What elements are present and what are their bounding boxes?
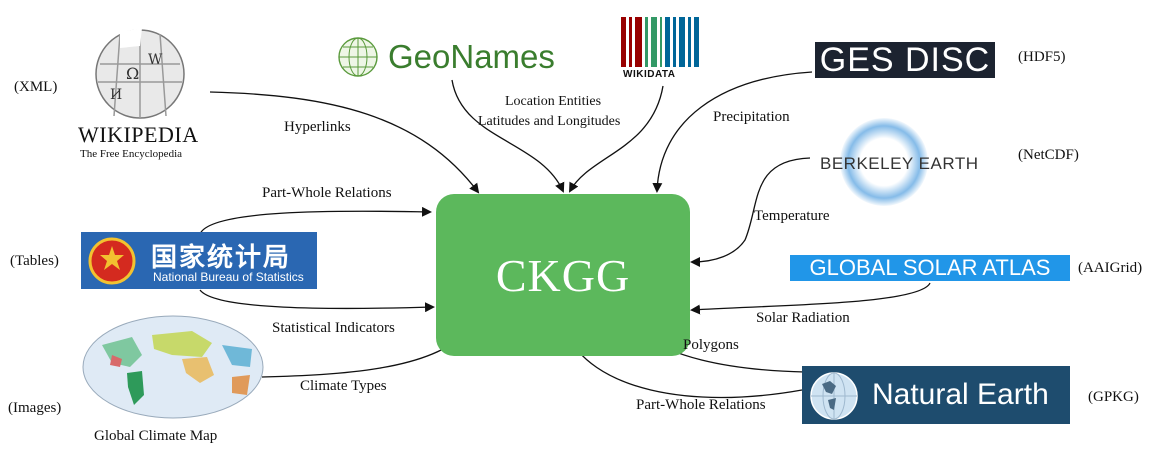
wikipedia-logo: Ω W И: [90, 24, 190, 120]
berkeley-earth-logo-text: BERKELEY EARTH: [820, 154, 979, 173]
edge-label-statistical-indicators: Statistical Indicators: [272, 320, 395, 336]
arrow-wikidata: [569, 85, 664, 193]
arrow-ges: [652, 71, 813, 193]
berkeley-earth-glow-icon: [840, 118, 928, 206]
svg-text:Ω: Ω: [126, 64, 139, 83]
arrow-nbs-stats: [199, 289, 435, 313]
nbs-format: (Tables): [10, 253, 59, 269]
natural-earth-globe-icon: [810, 372, 858, 420]
edge-label-temperature: Temperature: [754, 208, 830, 224]
global-solar-atlas-logo: GLOBAL SOLAR ATLAS: [790, 255, 1070, 281]
global-solar-atlas-format: (AAIGrid): [1078, 260, 1143, 276]
edge-label-climate-types: Climate Types: [300, 378, 387, 394]
wikipedia-title: WIKIPEDIA: [78, 122, 199, 147]
natural-earth-logo-text: Natural Earth: [872, 378, 1049, 411]
climate-map-format: (Images): [8, 400, 62, 416]
wikipedia-format: (XML): [14, 79, 58, 95]
berkeley-earth-format: (NetCDF): [1018, 147, 1079, 163]
edge-label-latitudes-longitudes: Latitudes and Longitudes: [478, 114, 621, 129]
wikipedia-subtitle: The Free Encyclopedia: [80, 148, 183, 160]
svg-text:И: И: [110, 87, 122, 103]
wikidata-logo-text: WIKIDATA: [623, 69, 676, 80]
edge-label-part-whole-nbs: Part-Whole Relations: [262, 185, 392, 201]
nbs-chinese-name: 国家统计局: [151, 243, 292, 273]
edge-label-location-entities: Location Entities: [505, 94, 602, 109]
edge-label-part-whole-natural-earth: Part-Whole Relations: [636, 397, 766, 413]
edge-label-precipitation: Precipitation: [713, 109, 790, 125]
arrow-nbs-partwhole: [199, 206, 432, 235]
geonames-logo-text: GeoNames: [388, 38, 555, 75]
natural-earth-logo: Natural Earth: [802, 366, 1070, 424]
svg-text:W: W: [148, 52, 163, 68]
ges-disc-format: (HDF5): [1018, 49, 1066, 65]
national-emblem-icon: [88, 237, 136, 285]
edge-label-hyperlinks: Hyperlinks: [284, 119, 351, 135]
nbs-logo: 国家统计局 National Bureau of Statistics: [81, 232, 317, 289]
edge-label-solar-radiation: Solar Radiation: [756, 310, 850, 326]
natural-earth-format: (GPKG): [1088, 389, 1139, 405]
arrow-geonames: [451, 79, 565, 193]
arrow-climate: [261, 331, 467, 378]
ckgg-node: CKGG: [436, 194, 690, 356]
geonames-globe-icon: [337, 36, 379, 78]
edge-label-polygons: Polygons: [683, 337, 739, 353]
wikidata-barcode-icon: [621, 17, 699, 67]
arrow-wikipedia: [209, 91, 480, 194]
ckgg-label: CKGG: [495, 249, 631, 301]
global-climate-map-image: [82, 315, 264, 419]
arrow-solar: [690, 282, 931, 315]
ges-disc-logo: GES DISC: [815, 42, 995, 78]
nbs-english-name: National Bureau of Statistics: [153, 270, 304, 284]
arrow-berkeley: [690, 157, 811, 267]
climate-map-caption: Global Climate Map: [94, 428, 218, 444]
wikipedia-globe-icon: Ω W И: [95, 28, 185, 119]
